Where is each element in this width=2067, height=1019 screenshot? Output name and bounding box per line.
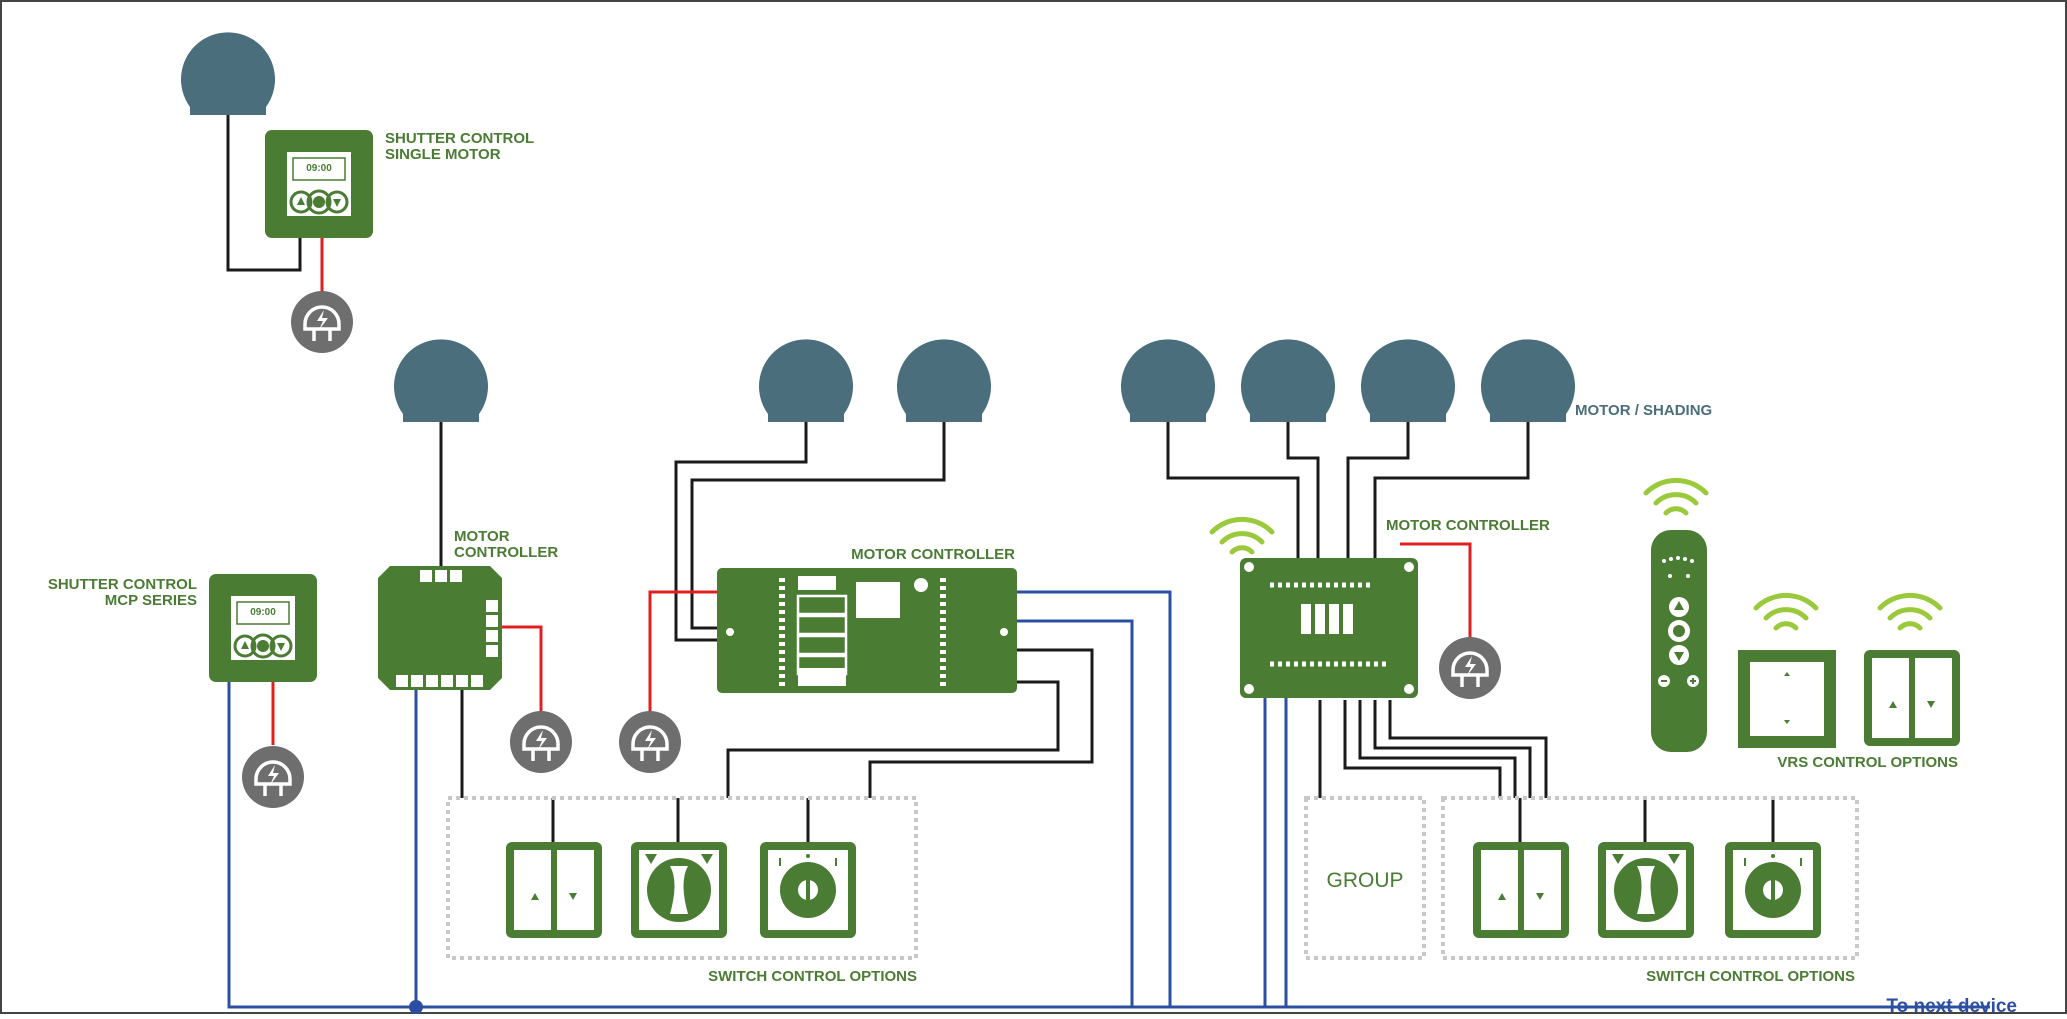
switch-options-box-right xyxy=(1441,796,1859,960)
label-shutter-mcp-1: SHUTTER CONTROL xyxy=(48,576,197,593)
label-shutter-single-1: SHUTTER CONTROL xyxy=(385,130,534,147)
rocker-switch-icon[interactable] xyxy=(1864,650,1960,746)
label-motor-controller-right: MOTOR CONTROLLER xyxy=(1386,517,1550,534)
wire-motor4-mc xyxy=(690,420,946,630)
label-switch-control-left: SWITCH CONTROL OPTIONS xyxy=(708,968,917,985)
clock-display-single: 09:00 xyxy=(306,163,332,174)
wire-rmc-s1 xyxy=(1343,700,1502,798)
bus-wire-main xyxy=(227,680,1990,1009)
wire-m8 xyxy=(1373,420,1530,560)
wire-m6 xyxy=(1286,420,1320,560)
label-motor-shading: MOTOR / SHADING xyxy=(1575,402,1712,419)
motor-icon xyxy=(1121,339,1215,422)
timer-switch-icon xyxy=(207,572,319,684)
wire-top-motor-shutter xyxy=(226,113,302,272)
bus-junction xyxy=(409,1000,423,1014)
plug-icon xyxy=(508,709,574,775)
power-wire-mc-center xyxy=(648,590,720,713)
motors xyxy=(181,32,1575,422)
wifi-icon xyxy=(1212,519,1272,552)
rotary-switch-icon[interactable] xyxy=(1598,842,1694,938)
plug-icon xyxy=(617,709,683,775)
power-wire-mc-small xyxy=(500,625,543,713)
wifi-icon xyxy=(1646,480,1706,513)
motor-icon xyxy=(759,339,853,422)
label-motor-controller-small-1: MOTOR xyxy=(454,528,510,545)
motor-icon xyxy=(1481,339,1575,422)
motor-icon xyxy=(394,339,488,422)
motor-icon xyxy=(1241,339,1335,422)
motor-icon xyxy=(897,339,991,422)
key-switch-icon[interactable] xyxy=(759,841,857,939)
label-switch-control-right: SWITCH CONTROL OPTIONS xyxy=(1646,968,1855,985)
motor-icon xyxy=(1361,339,1455,422)
remote-icon[interactable] xyxy=(1651,530,1707,752)
motor-controller-center xyxy=(717,568,1017,693)
label-motor-controller-center: MOTOR CONTROLLER xyxy=(851,546,1015,563)
power-wire-mc-right xyxy=(1400,542,1472,640)
plug-icon xyxy=(240,744,306,810)
rocker-switch-icon[interactable] xyxy=(506,842,602,938)
motor-controller-small xyxy=(378,566,502,690)
rotary-switch-icon[interactable] xyxy=(631,842,727,938)
rocker-switch-icon[interactable] xyxy=(1473,842,1569,938)
plug-icon xyxy=(1437,635,1503,701)
label-vrs-control-options: VRS CONTROL OPTIONS xyxy=(1777,754,1958,771)
motor-icon xyxy=(181,32,275,115)
timer-switch-icon xyxy=(263,128,375,240)
wire-m7 xyxy=(1346,420,1410,560)
key-switch-icon[interactable] xyxy=(1724,841,1822,939)
label-shutter-mcp-2: MCP SERIES xyxy=(105,592,197,609)
wifi-icon xyxy=(1880,595,1940,628)
wire-rmc-s3 xyxy=(1373,700,1532,798)
plug-icon xyxy=(289,289,355,355)
bus-wire-mc-center-a xyxy=(1017,590,1172,1007)
wires xyxy=(226,113,1990,1014)
label-motor-controller-small-2: CONTROLLER xyxy=(454,544,558,561)
label-group: GROUP xyxy=(1326,869,1403,892)
group-box xyxy=(1304,796,1426,960)
wireless-wall-switch[interactable] xyxy=(1738,650,1836,748)
wire-rmc-s4 xyxy=(1388,700,1548,798)
wire-motor3-mc xyxy=(674,420,808,642)
wire-rmc-s2 xyxy=(1358,700,1517,798)
wifi-icon xyxy=(1756,595,1816,628)
clock-display-mcp: 09:00 xyxy=(250,607,276,618)
wire-mc-switch-a xyxy=(726,680,1060,798)
motor-controller-right xyxy=(1240,558,1418,698)
bus-wire-mc-center-b xyxy=(1017,619,1134,1007)
switch-options-box-left xyxy=(446,796,918,960)
wire-mc-switch-b xyxy=(868,648,1094,798)
label-shutter-single-2: SINGLE MOTOR xyxy=(385,146,501,163)
label-to-next-device[interactable]: To next device xyxy=(1886,996,2017,1017)
wire-m5 xyxy=(1166,420,1300,560)
